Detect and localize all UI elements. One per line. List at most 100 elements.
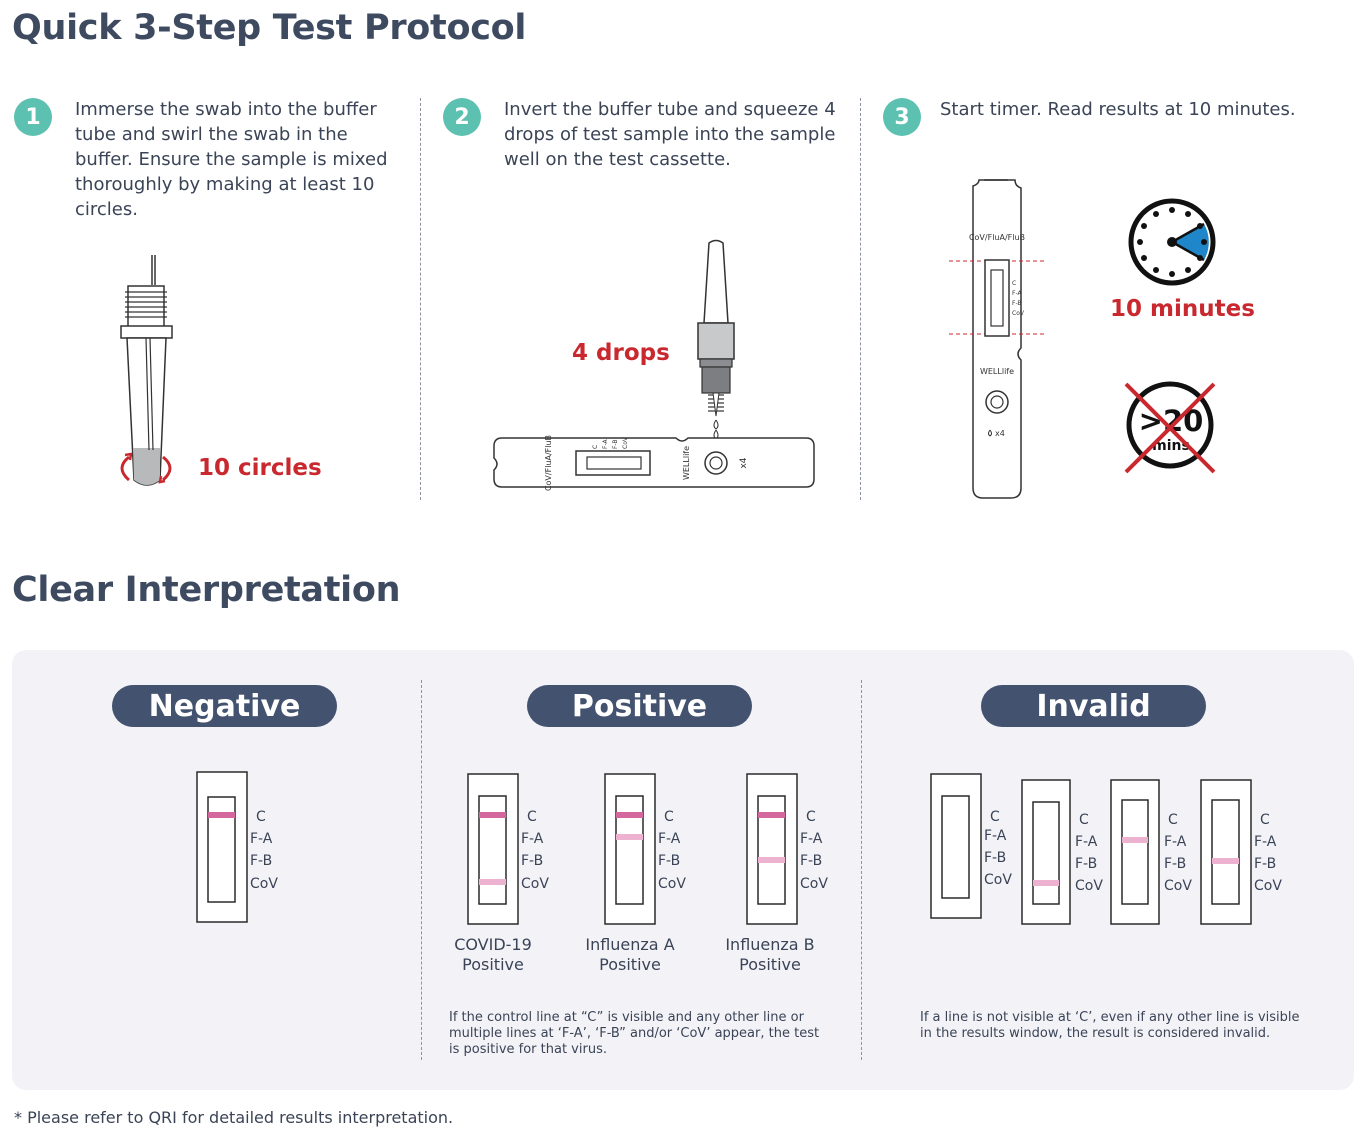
label-c: C <box>664 809 674 825</box>
label-fa: F-A <box>1254 834 1277 850</box>
marker-cov: CoV <box>622 436 629 449</box>
covid-caption-line1: COVID-19 <box>454 935 532 954</box>
label-cov: CoV <box>521 876 549 892</box>
label-fb: F-B <box>1164 856 1186 872</box>
cov-test-line <box>479 879 506 885</box>
label-fa: F-A <box>250 831 273 847</box>
positive-pill: Positive <box>527 685 752 727</box>
v-marker-c: C <box>1012 280 1016 287</box>
label-cov: CoV <box>800 876 828 892</box>
invalid-strip-fa-only: C F-A F-B CoV <box>1110 779 1192 925</box>
invalid-strip-fb-only: C F-A F-B CoV <box>1200 779 1282 925</box>
label-cov: CoV <box>1254 878 1282 894</box>
label-fa: F-A <box>800 831 823 847</box>
influenza-b-caption: Influenza B Positive <box>715 935 825 975</box>
label-fa: F-A <box>521 831 544 847</box>
footnote: * Please refer to QRI for detailed resul… <box>14 1108 454 1127</box>
label-fb: F-B <box>984 850 1006 866</box>
marker-c: C <box>592 445 599 449</box>
negative-result-strip: C F-A F-B CoV <box>196 771 278 923</box>
step-3-text: Start timer. Read results at 10 minutes. <box>940 99 1296 120</box>
label-c: C <box>806 809 816 825</box>
buffer-tube-illustration <box>120 255 173 486</box>
influenza-b-positive-strip: C F-A F-B CoV <box>746 773 828 925</box>
ten-minutes-label: 10 minutes <box>1110 296 1255 322</box>
step-2-number: 2 <box>443 98 481 136</box>
label-c: C <box>527 809 537 825</box>
positive-note: If the control line at “C” is visible an… <box>449 1010 820 1057</box>
cov-test-line <box>1033 880 1059 886</box>
over-twenty-minutes-icon: >20 mins <box>1124 381 1216 474</box>
step-divider-2 <box>860 98 861 500</box>
influenza-a-positive-strip: C F-A F-B CoV <box>604 773 686 925</box>
protocol-title: Quick 3-Step Test Protocol <box>12 8 527 48</box>
label-fa: F-A <box>658 831 681 847</box>
step-1-text: Immerse the swab into the buffer tube an… <box>75 99 388 220</box>
covid-positive-strip: C F-A F-B CoV <box>467 773 549 925</box>
influenza-a-caption-line2: Positive <box>599 955 661 974</box>
label-fa: F-A <box>1164 834 1187 850</box>
label-fb: F-B <box>658 853 680 869</box>
covid-caption-line2: Positive <box>462 955 524 974</box>
label-c: C <box>1079 812 1089 828</box>
result-divider-1 <box>421 680 422 1060</box>
label-cov: CoV <box>250 876 278 892</box>
invalid-strip-cov-only: C F-A F-B CoV <box>1021 779 1103 925</box>
timer-clock-icon <box>1128 198 1216 286</box>
invalid-pill: Invalid <box>981 685 1206 727</box>
influenza-b-caption-line1: Influenza B <box>725 935 815 954</box>
influenza-a-caption-line1: Influenza A <box>585 935 675 954</box>
label-fb: F-B <box>1075 856 1097 872</box>
marker-fa: F-A <box>602 439 609 449</box>
overtime-unit: mins <box>1152 438 1190 454</box>
label-cov: CoV <box>1075 878 1103 894</box>
vertical-cassette-brand: WELLlife <box>980 367 1014 376</box>
vertical-cassette-drops: x4 <box>995 429 1005 438</box>
v-marker-fa: F-A <box>1012 290 1022 297</box>
control-line <box>758 812 785 818</box>
v-marker-cov: CoV <box>1012 310 1025 317</box>
label-fb: F-B <box>800 853 822 869</box>
covid-caption: COVID-19 Positive <box>443 935 543 975</box>
invalid-strip-no-lines: C F-A F-B CoV <box>930 773 1012 919</box>
invalid-note: If a line is not visible at ‘C’, even if… <box>920 1010 1300 1041</box>
label-fa: F-A <box>1075 834 1098 850</box>
v-marker-fb: F-B <box>1012 300 1022 307</box>
influenza-a-caption: Influenza A Positive <box>575 935 685 975</box>
step-2-text: Invert the buffer tube and squeeze 4 dro… <box>504 99 836 170</box>
fa-test-line <box>616 834 643 840</box>
fa-test-line <box>1122 837 1148 843</box>
step-divider-1 <box>420 98 421 500</box>
result-divider-2 <box>861 680 862 1060</box>
influenza-b-caption-line2: Positive <box>739 955 801 974</box>
label-fb: F-B <box>1254 856 1276 872</box>
label-c: C <box>256 809 266 825</box>
label-cov: CoV <box>1164 878 1192 894</box>
cassette-drops-text: x4 <box>739 457 749 468</box>
fb-test-line <box>1212 858 1239 864</box>
control-line <box>479 812 506 818</box>
four-drops-label: 4 drops <box>572 340 670 366</box>
label-c: C <box>990 809 1000 825</box>
vertical-cassette-product: CoV/FluA/FluB <box>969 233 1025 242</box>
label-fb: F-B <box>521 853 543 869</box>
label-fb: F-B <box>250 853 272 869</box>
negative-pill: Negative <box>112 685 337 727</box>
label-cov: CoV <box>984 872 1012 888</box>
cassette-brand-text: WELLlife <box>682 446 691 480</box>
step-1-number: 1 <box>14 98 52 136</box>
cassette-product-text: CoV/FluA/FluB <box>544 435 553 491</box>
label-cov: CoV <box>658 876 686 892</box>
ten-circles-label: 10 circles <box>198 455 322 481</box>
label-c: C <box>1168 812 1178 828</box>
step-3-number: 3 <box>883 98 921 136</box>
label-fa: F-A <box>984 828 1007 844</box>
control-line <box>208 812 235 818</box>
vertical-cassette-illustration: CoV/FluA/FluB C F-A F-B CoV WELLlife x4 <box>949 179 1045 499</box>
control-line <box>616 812 643 818</box>
marker-fb: F-B <box>612 439 619 449</box>
interpretation-title: Clear Interpretation <box>12 570 401 610</box>
fb-test-line <box>758 857 785 863</box>
dropper-cassette-illustration: CoV/FluA/FluB C F-A F-B CoV WELLlife x4 <box>493 239 815 491</box>
label-c: C <box>1260 812 1270 828</box>
